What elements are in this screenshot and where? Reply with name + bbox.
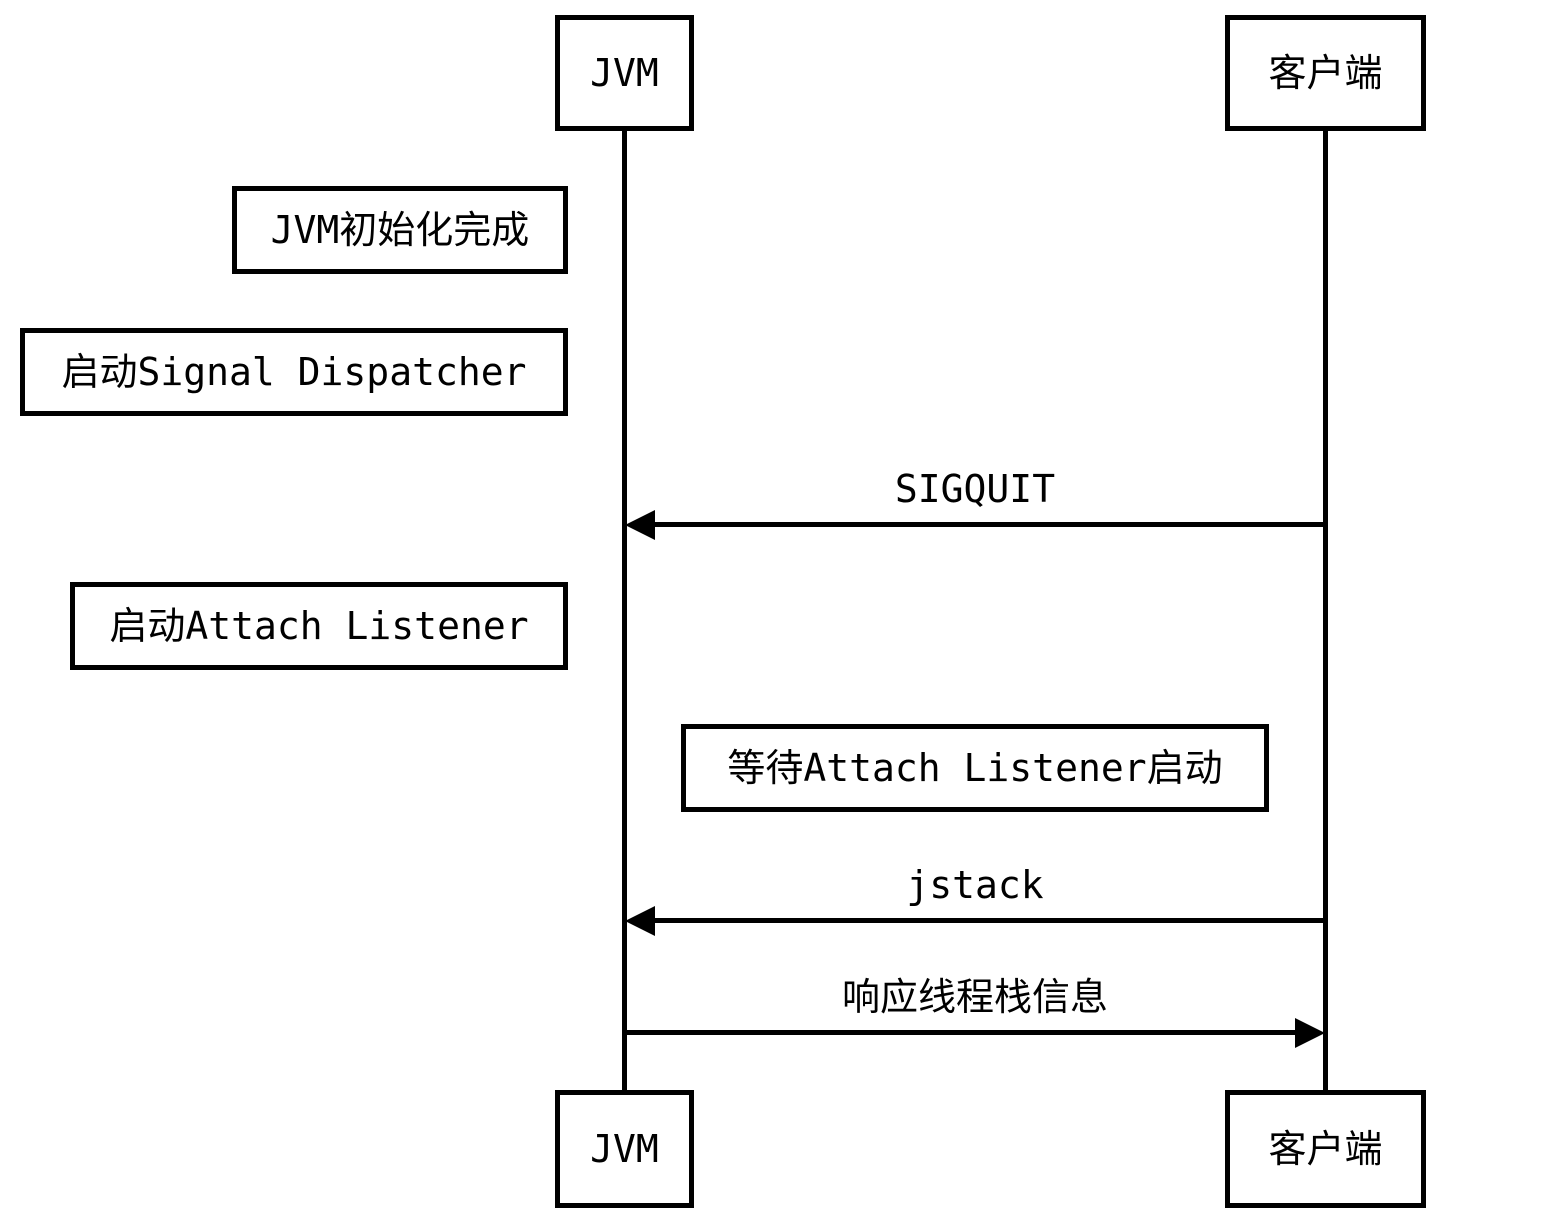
client-participant-bottom-label: 客户端 xyxy=(1268,1127,1383,1171)
note-signal-dispatcher-label: 启动Signal Dispatcher xyxy=(61,350,527,394)
note-signal-dispatcher: 启动Signal Dispatcher xyxy=(20,328,568,416)
client-participant-top: 客户端 xyxy=(1225,15,1426,131)
client-participant-bottom: 客户端 xyxy=(1225,1090,1426,1208)
message-sigquit-arrowhead xyxy=(625,510,655,540)
message-response-label: 响应线程栈信息 xyxy=(841,975,1109,1019)
jvm-participant-top: JVM xyxy=(555,15,694,131)
jvm-participant-bottom-label: JVM xyxy=(590,1127,659,1171)
client-lifeline xyxy=(1323,128,1328,1094)
message-jstack-line xyxy=(650,918,1328,923)
message-response-arrowhead xyxy=(1295,1018,1325,1048)
jvm-participant-bottom: JVM xyxy=(555,1090,694,1208)
note-jvm-init: JVM初始化完成 xyxy=(232,186,568,274)
message-jstack-label: jstack xyxy=(906,863,1044,907)
client-participant-top-label: 客户端 xyxy=(1268,51,1383,95)
message-response-line xyxy=(622,1030,1298,1035)
message-sigquit-line xyxy=(650,522,1328,527)
note-attach-listener: 启动Attach Listener xyxy=(70,582,568,670)
message-jstack-arrowhead xyxy=(625,906,655,936)
message-sigquit-label: SIGQUIT xyxy=(894,467,1056,511)
jvm-participant-top-label: JVM xyxy=(590,51,659,95)
jvm-lifeline xyxy=(622,128,627,1094)
note-jvm-init-label: JVM初始化完成 xyxy=(270,208,530,252)
note-wait-attach: 等待Attach Listener启动 xyxy=(681,724,1269,812)
note-attach-listener-label: 启动Attach Listener xyxy=(109,604,529,648)
note-wait-attach-label: 等待Attach Listener启动 xyxy=(727,746,1223,790)
